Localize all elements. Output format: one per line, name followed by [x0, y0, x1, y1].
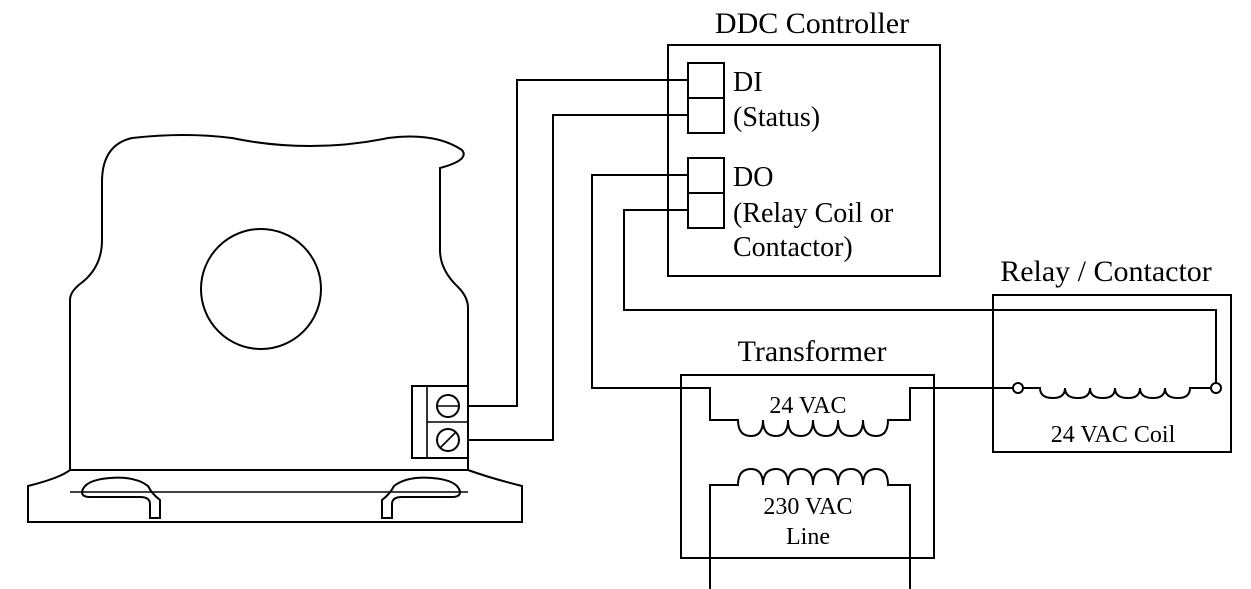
wire-do1-to-transformer	[591, 174, 688, 389]
current-sensor-base	[27, 469, 523, 523]
primary-winding	[709, 467, 911, 589]
do-terminal-2	[687, 192, 725, 229]
coil-terminal-right	[1210, 382, 1222, 394]
do-label: DO	[733, 162, 773, 193]
controller-title: DDC Controller	[715, 7, 909, 40]
wire-sensor-to-di-2	[468, 114, 688, 441]
di-terminal-1	[687, 62, 725, 99]
mounting-foot-left	[80, 476, 161, 519]
transformer-box	[680, 374, 935, 559]
screw-terminal-2	[436, 428, 460, 452]
transformer: Transformer 24 VAC 230 VAC Line	[680, 335, 935, 589]
wiring	[468, 79, 1217, 441]
current-sensor-body	[69, 134, 469, 470]
transformer-title: Transformer	[738, 335, 887, 368]
primary-label-1: 230 VAC	[763, 494, 852, 520]
do-sub-label-2: Contactor)	[733, 232, 853, 263]
relay-contactor: Relay / Contactor 24 VAC Coil	[992, 255, 1232, 453]
secondary-label: 24 VAC	[769, 393, 846, 419]
di-terminal-2	[687, 97, 725, 134]
wire-do2-to-coil	[623, 209, 1217, 383]
mounting-foot-right	[381, 476, 462, 519]
wire-sensor-to-di-1	[468, 79, 688, 407]
relay-box	[992, 294, 1232, 453]
screw-terminal-1	[436, 394, 460, 418]
current-sensor	[27, 134, 523, 523]
di-sub-label: (Status)	[733, 102, 820, 133]
ddc-controller: DDC Controller DI (Status) DO (Relay Coi…	[667, 7, 941, 277]
current-sensor-aperture	[200, 228, 322, 350]
secondary-winding	[681, 387, 934, 438]
di-label: DI	[733, 67, 763, 98]
primary-label-2: Line	[786, 524, 830, 550]
coil-terminal-left	[1012, 382, 1024, 394]
coil-label: 24 VAC Coil	[1051, 422, 1176, 448]
do-terminal-1	[687, 157, 725, 194]
relay-title: Relay / Contactor	[1000, 255, 1212, 288]
controller-box	[667, 44, 941, 277]
do-sub-label-1: (Relay Coil or	[733, 198, 894, 229]
coil-winding	[1023, 387, 1211, 400]
